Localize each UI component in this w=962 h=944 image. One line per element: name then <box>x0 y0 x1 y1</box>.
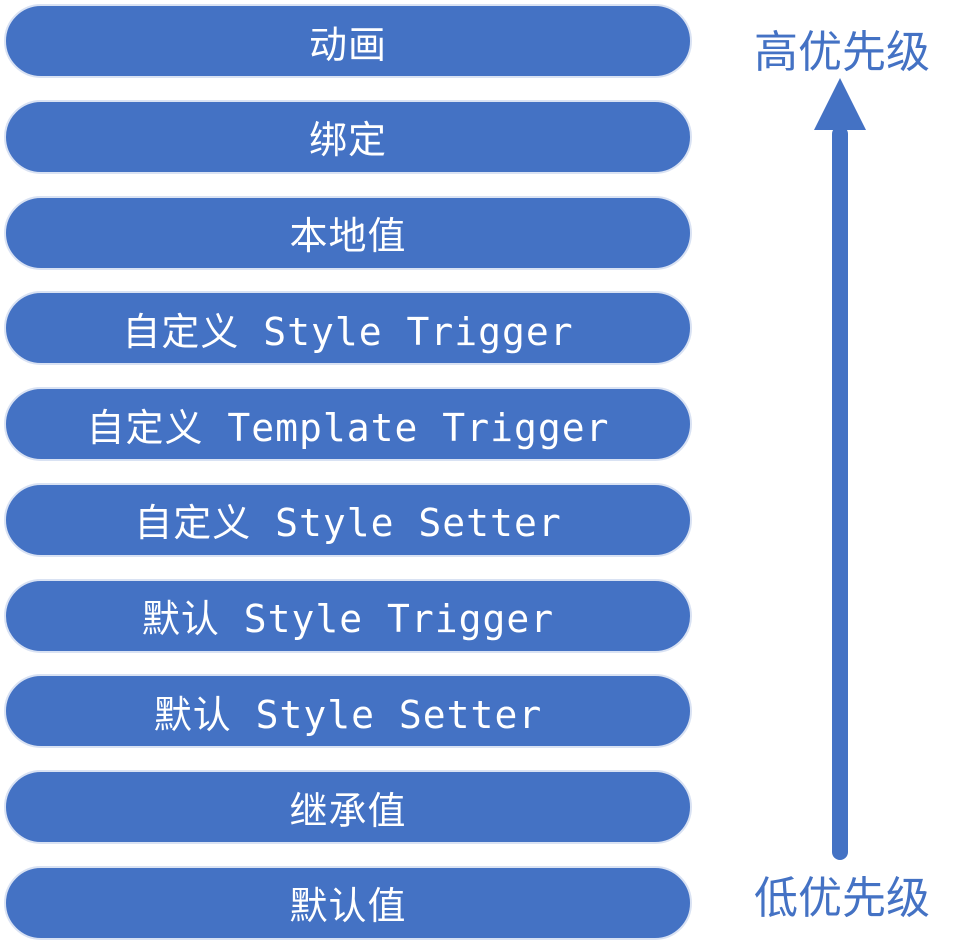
priority-stack: 动画 绑定 本地值 自定义 Style Trigger 自定义 Template… <box>4 4 692 940</box>
priority-arrow-icon <box>814 78 866 860</box>
arrow-shaft <box>832 126 848 860</box>
level-inherited-value: 继承值 <box>4 770 692 845</box>
level-custom-style-trigger: 自定义 Style Trigger <box>4 291 692 366</box>
low-priority-label: 低优先级 <box>754 873 930 924</box>
high-priority-label: 高优先级 <box>754 27 930 78</box>
arrow-head <box>814 78 866 130</box>
level-default-value: 默认值 <box>4 865 692 940</box>
level-binding: 绑定 <box>4 99 692 174</box>
level-default-style-trigger: 默认 Style Trigger <box>4 578 692 653</box>
level-custom-style-setter: 自定义 Style Setter <box>4 482 692 557</box>
level-local-value: 本地值 <box>4 195 692 270</box>
level-animation: 动画 <box>4 4 692 78</box>
level-custom-template-trigger: 自定义 Template Trigger <box>4 387 692 462</box>
level-default-style-setter: 默认 Style Setter <box>4 674 692 749</box>
